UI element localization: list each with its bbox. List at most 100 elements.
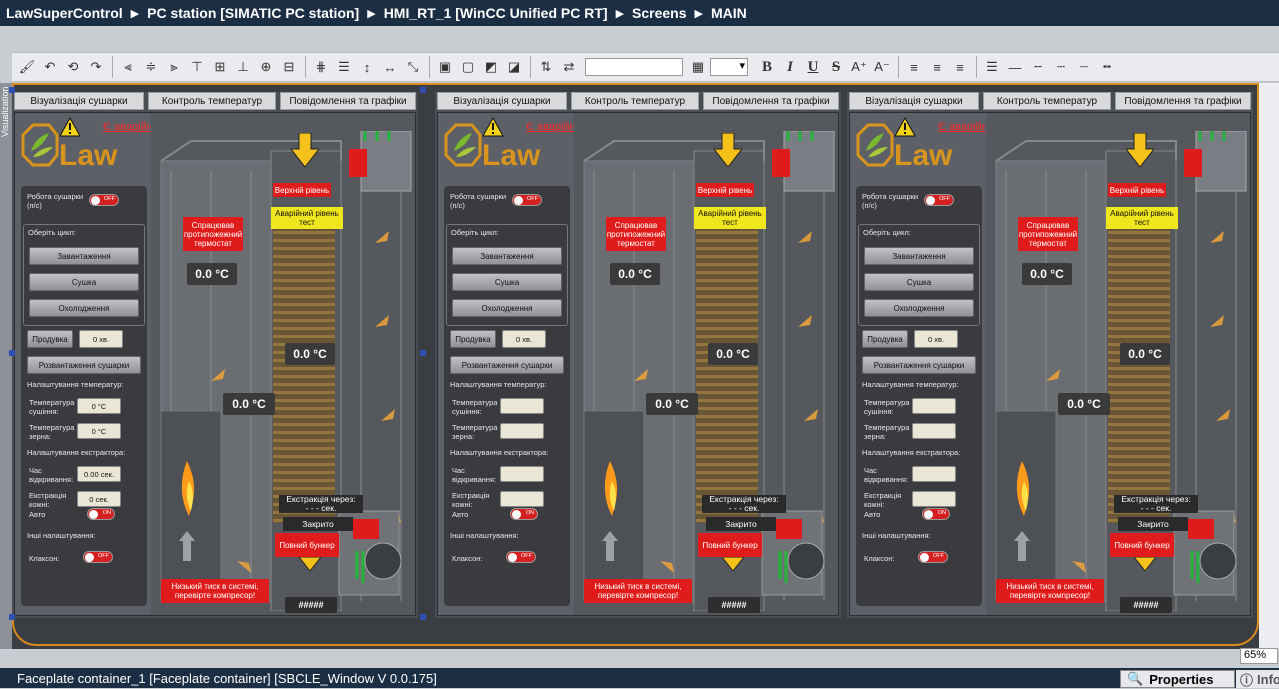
text-align-left-icon[interactable]: ≡: [910, 59, 918, 75]
purge-value[interactable]: 0 хв.: [502, 330, 546, 348]
align-right-icon[interactable]: ⫸: [170, 59, 178, 74]
zoom-level[interactable]: 65%: [1240, 648, 1278, 664]
align-left-icon[interactable]: ⫷: [124, 59, 132, 74]
center-h-icon[interactable]: ⊕: [260, 59, 272, 74]
unload-dryer-button[interactable]: Розвантаження сушарки: [27, 356, 141, 374]
italic-button[interactable]: I: [787, 58, 793, 75]
font-size-dropdown[interactable]: [710, 58, 748, 76]
line-solid-icon[interactable]: —: [1008, 59, 1022, 75]
auto-toggle[interactable]: ON: [922, 508, 950, 520]
distribute-v-icon[interactable]: ☰: [338, 59, 350, 74]
rotate-right-icon[interactable]: ↷: [90, 59, 102, 74]
tab-dryer-visualization[interactable]: Візуалізація сушарки: [849, 92, 979, 110]
dry-cycle-button[interactable]: Сушка: [864, 273, 974, 291]
same-size-icon[interactable]: ⤡: [407, 59, 419, 74]
selection-handle[interactable]: [420, 87, 426, 93]
line-dot-icon[interactable]: ┄: [1057, 59, 1065, 74]
tab-dryer-visualization[interactable]: Візуалізація сушарки: [437, 92, 567, 110]
purge-value[interactable]: 0 хв.: [914, 330, 958, 348]
text-align-center-icon[interactable]: ≡: [933, 59, 941, 75]
tab-messages-graphs[interactable]: Повідомлення та графіки: [280, 92, 416, 110]
properties-tab[interactable]: 🔍 Properties: [1120, 670, 1235, 688]
mirror-icon[interactable]: ⇄: [563, 59, 575, 74]
bring-front-icon[interactable]: ▣: [438, 59, 452, 74]
tab-temperature-control[interactable]: Контроль температур: [571, 92, 699, 110]
font-list-icon[interactable]: ▦: [691, 59, 705, 74]
load-cycle-button[interactable]: Завантаження: [29, 247, 139, 265]
dry-cycle-button[interactable]: Сушка: [29, 273, 139, 291]
cool-cycle-button[interactable]: Охолодження: [29, 299, 139, 317]
selection-handle[interactable]: [420, 350, 426, 356]
line-dashdot-icon[interactable]: ┈: [1080, 59, 1088, 74]
breadcrumb-item-main[interactable]: MAIN: [710, 5, 747, 21]
grain-temp-field[interactable]: [500, 423, 544, 439]
tab-messages-graphs[interactable]: Повідомлення та графіки: [703, 92, 839, 110]
send-back-icon[interactable]: ▢: [461, 59, 475, 74]
unload-dryer-button[interactable]: Розвантаження сушарки: [450, 356, 564, 374]
font-name-field[interactable]: [585, 58, 683, 76]
line-weight-icon[interactable]: ☰: [986, 59, 998, 74]
extract-each-field[interactable]: [912, 491, 956, 507]
dryer-work-toggle[interactable]: OFF: [89, 194, 119, 206]
rotate-icon[interactable]: ⟲: [67, 59, 79, 74]
drying-temp-field[interactable]: 0 °C: [77, 398, 121, 414]
backward-icon[interactable]: ◪: [507, 59, 521, 74]
same-height-icon[interactable]: ↕: [363, 59, 371, 75]
breadcrumb-item-hmi[interactable]: HMI_RT_1 [WinCC Unified PC RT]: [383, 5, 608, 21]
bold-button[interactable]: B: [761, 58, 772, 75]
breadcrumb-item-screens[interactable]: Screens: [632, 5, 687, 21]
center-v-icon[interactable]: ⊟: [283, 59, 295, 74]
unload-dryer-button[interactable]: Розвантаження сушарки: [862, 356, 976, 374]
vertical-scrollbar[interactable]: [1259, 83, 1279, 649]
visualization-side-tab[interactable]: Visualization: [0, 83, 12, 649]
distribute-h-icon[interactable]: ⋕: [315, 59, 327, 74]
extract-each-field[interactable]: [500, 491, 544, 507]
strikethrough-button[interactable]: S: [831, 58, 841, 75]
tab-temperature-control[interactable]: Контроль температур: [983, 92, 1111, 110]
selection-handle[interactable]: [9, 350, 15, 356]
grow-font-icon[interactable]: A⁺: [851, 59, 867, 74]
auto-toggle[interactable]: ON: [87, 508, 115, 520]
extract-each-field[interactable]: 0 сек.: [77, 491, 121, 507]
breadcrumb-item-project[interactable]: LawSuperControl: [6, 5, 123, 21]
dry-cycle-button[interactable]: Сушка: [452, 273, 562, 291]
info-tab[interactable]: ⓘ Info: [1236, 670, 1279, 688]
grain-temp-field[interactable]: 0 °C: [77, 423, 121, 439]
purge-value[interactable]: 0 хв.: [79, 330, 123, 348]
grain-temp-field[interactable]: [912, 423, 956, 439]
horn-toggle[interactable]: OFF: [83, 551, 113, 563]
tab-dryer-visualization[interactable]: Візуалізація сушарки: [14, 92, 144, 110]
flip-icon[interactable]: ⇅: [540, 59, 552, 74]
cool-cycle-button[interactable]: Охолодження: [864, 299, 974, 317]
forward-icon[interactable]: ◩: [484, 59, 498, 74]
shrink-font-icon[interactable]: A⁻: [874, 59, 890, 74]
selection-handle[interactable]: [9, 87, 15, 93]
tab-messages-graphs[interactable]: Повідомлення та графіки: [1115, 92, 1251, 110]
align-top-icon[interactable]: ⊤: [191, 59, 203, 74]
open-time-field[interactable]: [912, 466, 956, 482]
purge-button[interactable]: Продувка: [862, 330, 908, 348]
purge-button[interactable]: Продувка: [450, 330, 496, 348]
text-align-right-icon[interactable]: ≡: [956, 59, 964, 75]
purge-button[interactable]: Продувка: [27, 330, 73, 348]
dryer-work-toggle[interactable]: OFF: [924, 194, 954, 206]
load-cycle-button[interactable]: Завантаження: [864, 247, 974, 265]
align-middle-icon[interactable]: ⊞: [214, 59, 226, 74]
align-bottom-icon[interactable]: ⊥: [237, 59, 249, 74]
align-center-icon[interactable]: ≑: [145, 59, 157, 74]
brush-icon[interactable]: 🖌: [18, 59, 36, 74]
cool-cycle-button[interactable]: Охолодження: [452, 299, 562, 317]
open-time-field[interactable]: 0.00 сек.: [77, 466, 121, 482]
line-dash-icon[interactable]: ╌: [1034, 59, 1042, 74]
drying-temp-field[interactable]: [500, 398, 544, 414]
horn-toggle[interactable]: OFF: [506, 551, 536, 563]
drying-temp-field[interactable]: [912, 398, 956, 414]
open-time-field[interactable]: [500, 466, 544, 482]
selection-handle[interactable]: [9, 614, 15, 620]
selection-handle[interactable]: [420, 614, 426, 620]
dryer-work-toggle[interactable]: OFF: [512, 194, 542, 206]
rotate-left-icon[interactable]: ↶: [44, 59, 56, 74]
underline-button[interactable]: U: [807, 58, 819, 75]
same-width-icon[interactable]: ↔: [383, 59, 397, 75]
horn-toggle[interactable]: OFF: [918, 551, 948, 563]
